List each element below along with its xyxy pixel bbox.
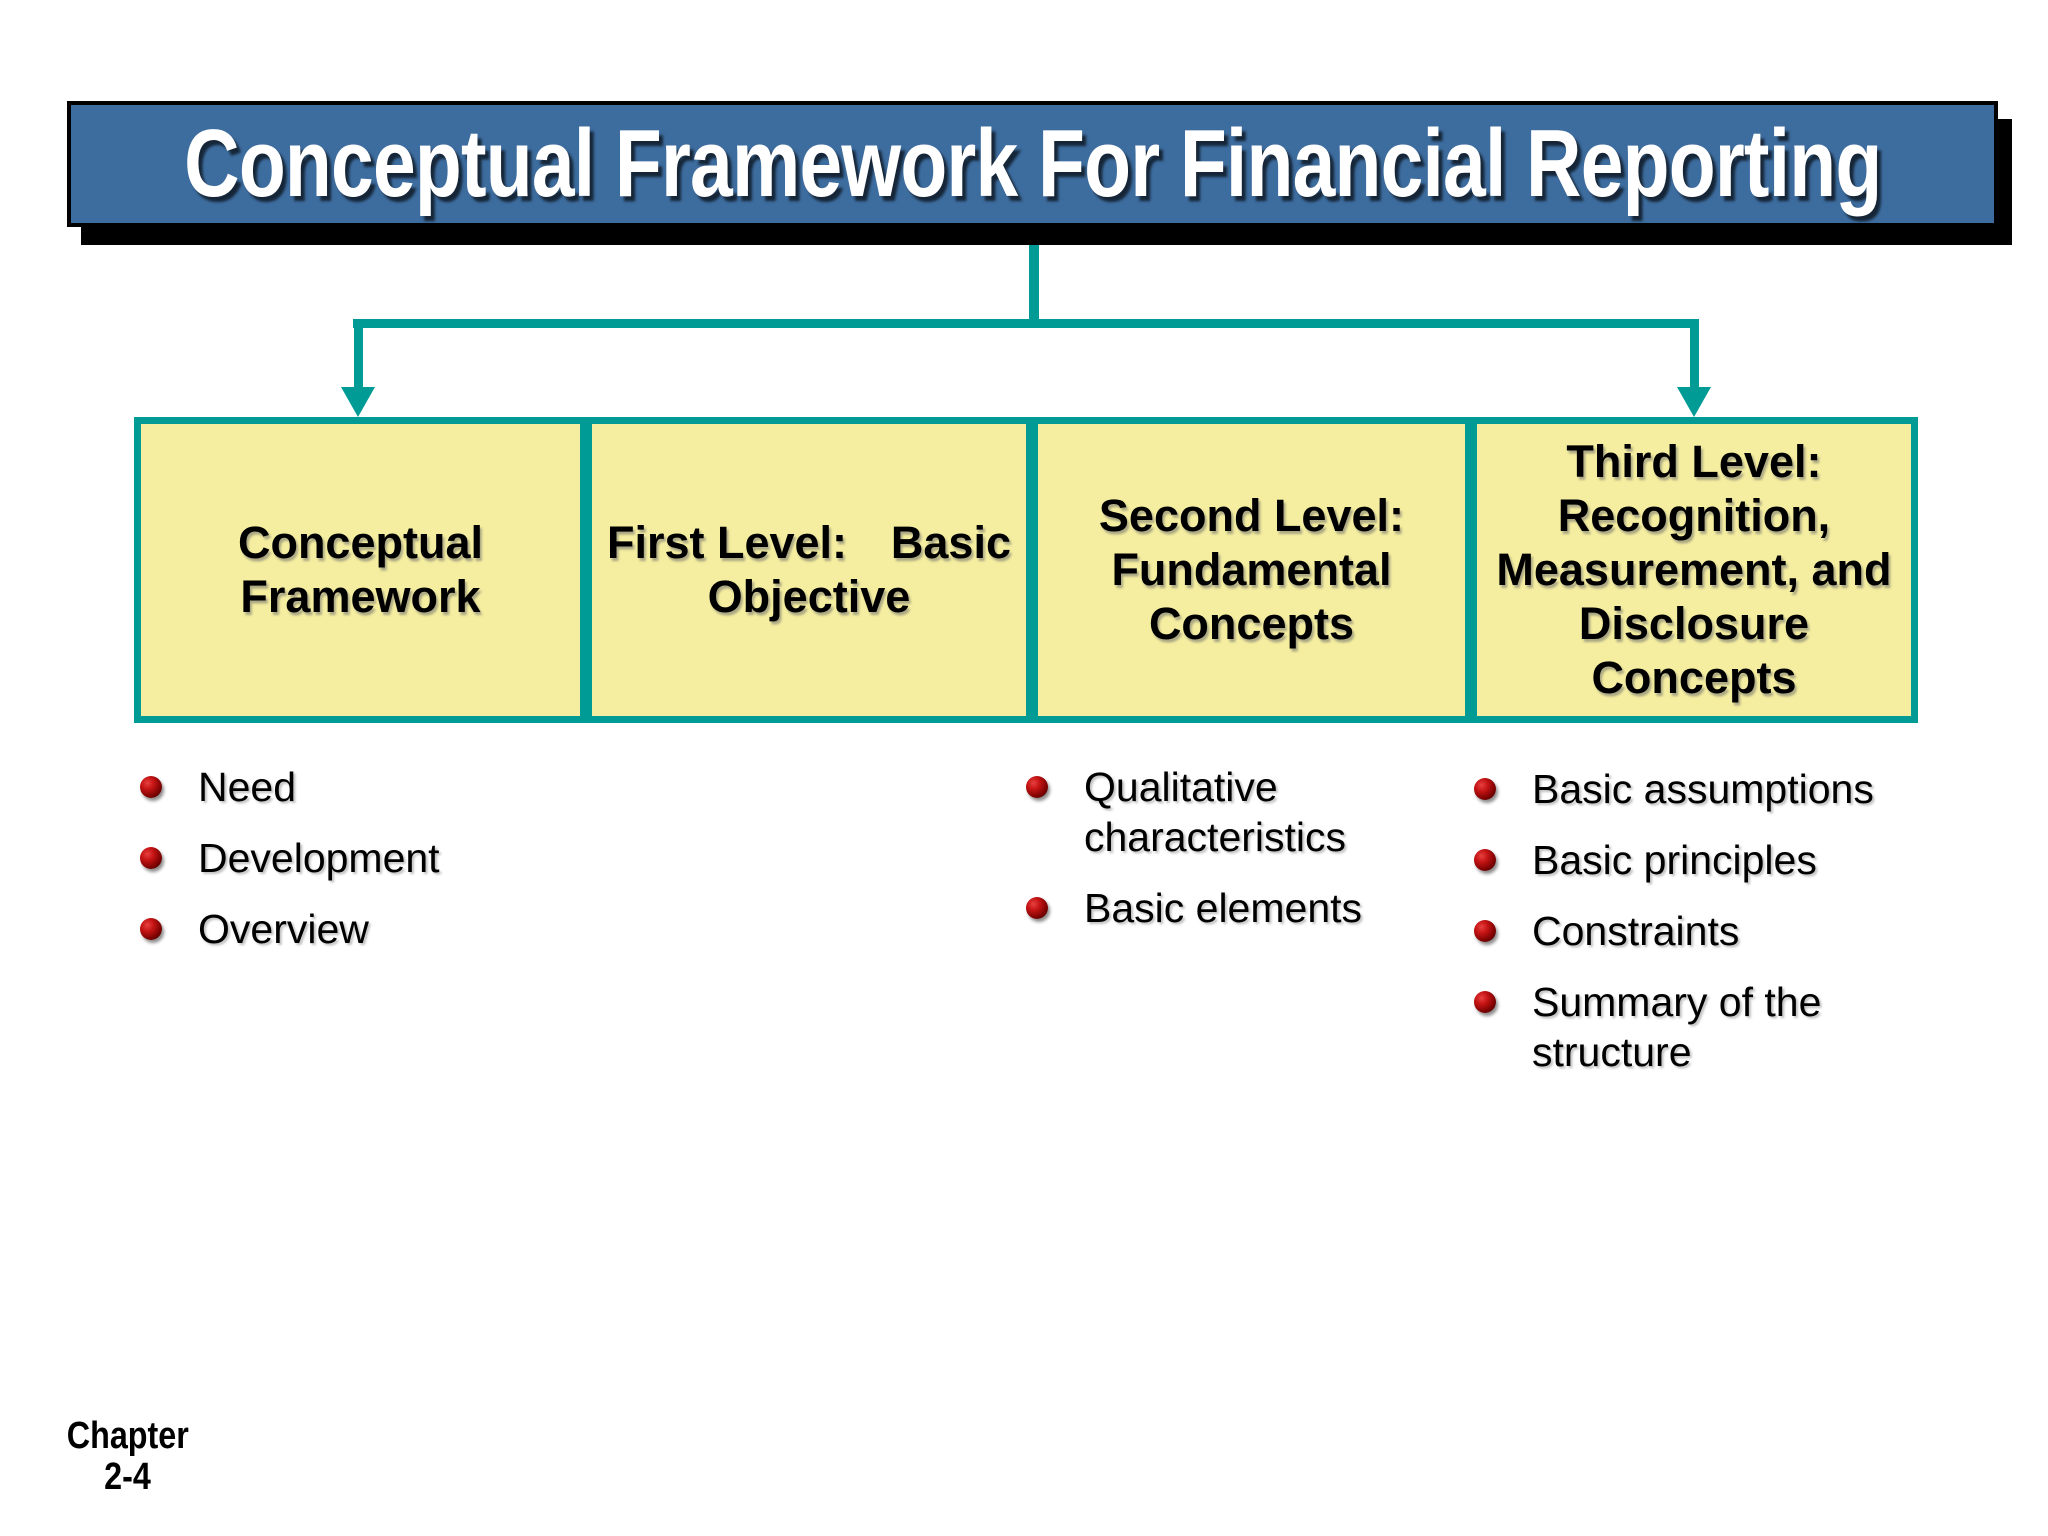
list-item: Development bbox=[140, 833, 540, 883]
list-item: Basic elements bbox=[1026, 883, 1456, 933]
bullet-icon bbox=[140, 847, 162, 869]
list-item: Constraints bbox=[1474, 906, 1874, 956]
bullet-list-conceptual-framework: Need Development Overview bbox=[140, 762, 540, 975]
bullet-icon bbox=[1026, 776, 1048, 798]
bullet-list-third-level: Basic assumptions Basic principles Const… bbox=[1474, 764, 1874, 1098]
connector-stem bbox=[1029, 227, 1039, 328]
list-item: Qualitative characteristics bbox=[1026, 762, 1456, 862]
list-item: Overview bbox=[140, 904, 540, 954]
level-boxes-row: Conceptual Framework First Level: Basic … bbox=[134, 417, 1918, 723]
box-line: Conceptual bbox=[237, 517, 483, 568]
box-line: Second Level: bbox=[1098, 490, 1404, 541]
box-line: Disclosure bbox=[1578, 598, 1809, 649]
bullet-icon bbox=[1474, 920, 1496, 942]
box-line: Objective bbox=[707, 571, 911, 622]
connector-left-drop bbox=[354, 319, 363, 389]
box-line: First Level: Basic bbox=[592, 516, 1026, 570]
box-line-left: First Level: bbox=[606, 517, 848, 568]
list-item-label: Need bbox=[198, 764, 297, 810]
chapter-label: Chapter bbox=[66, 1415, 189, 1457]
list-item-label: Basic assumptions bbox=[1532, 766, 1874, 812]
box-line: Recognition, bbox=[1557, 490, 1831, 541]
list-item-label: Constraints bbox=[1532, 908, 1740, 954]
list-item-label: Summary of the structure bbox=[1532, 979, 1822, 1075]
list-item-label: Overview bbox=[198, 906, 369, 952]
bullet-icon bbox=[1474, 991, 1496, 1013]
box-line: Concepts bbox=[1148, 598, 1354, 649]
chapter-footer: Chapter 2-4 bbox=[40, 1416, 215, 1498]
box-line: Measurement, and bbox=[1496, 544, 1892, 595]
box-line: Concepts bbox=[1591, 652, 1797, 703]
bullet-icon bbox=[1474, 778, 1496, 800]
list-item: Basic principles bbox=[1474, 835, 1874, 885]
box-line-right: Basic bbox=[890, 517, 1011, 568]
slide-title: Conceptual Framework For Financial Repor… bbox=[183, 110, 1882, 217]
bullet-icon bbox=[1474, 849, 1496, 871]
box-line: Fundamental bbox=[1111, 544, 1392, 595]
arrow-down-icon bbox=[341, 387, 375, 417]
box-second-level: Second Level: Fundamental Concepts bbox=[1025, 424, 1465, 716]
title-banner: Conceptual Framework For Financial Repor… bbox=[67, 101, 1998, 227]
box-line: Framework bbox=[240, 571, 481, 622]
list-item-label: Qualitative characteristics bbox=[1084, 764, 1347, 860]
list-item: Basic assumptions bbox=[1474, 764, 1874, 814]
bullet-icon bbox=[140, 776, 162, 798]
bullet-icon bbox=[140, 918, 162, 940]
list-item-label: Development bbox=[198, 835, 440, 881]
connector-horizontal-line bbox=[353, 319, 1699, 328]
box-first-level: First Level: Basic Objective bbox=[579, 424, 1026, 716]
bullet-list-second-level: Qualitative characteristics Basic elemen… bbox=[1026, 762, 1456, 954]
list-item: Summary of the structure bbox=[1474, 977, 1874, 1077]
box-third-level: Third Level: Recognition, Measurement, a… bbox=[1464, 424, 1911, 716]
box-line: Third Level: bbox=[1566, 436, 1822, 487]
list-item-label: Basic elements bbox=[1084, 885, 1363, 931]
bullet-icon bbox=[1026, 897, 1048, 919]
box-conceptual-framework: Conceptual Framework bbox=[141, 424, 580, 716]
connector-right-drop bbox=[1690, 319, 1699, 389]
chapter-number: 2-4 bbox=[104, 1456, 151, 1498]
list-item-label: Basic principles bbox=[1532, 837, 1817, 883]
arrow-down-icon bbox=[1677, 387, 1711, 417]
list-item: Need bbox=[140, 762, 540, 812]
